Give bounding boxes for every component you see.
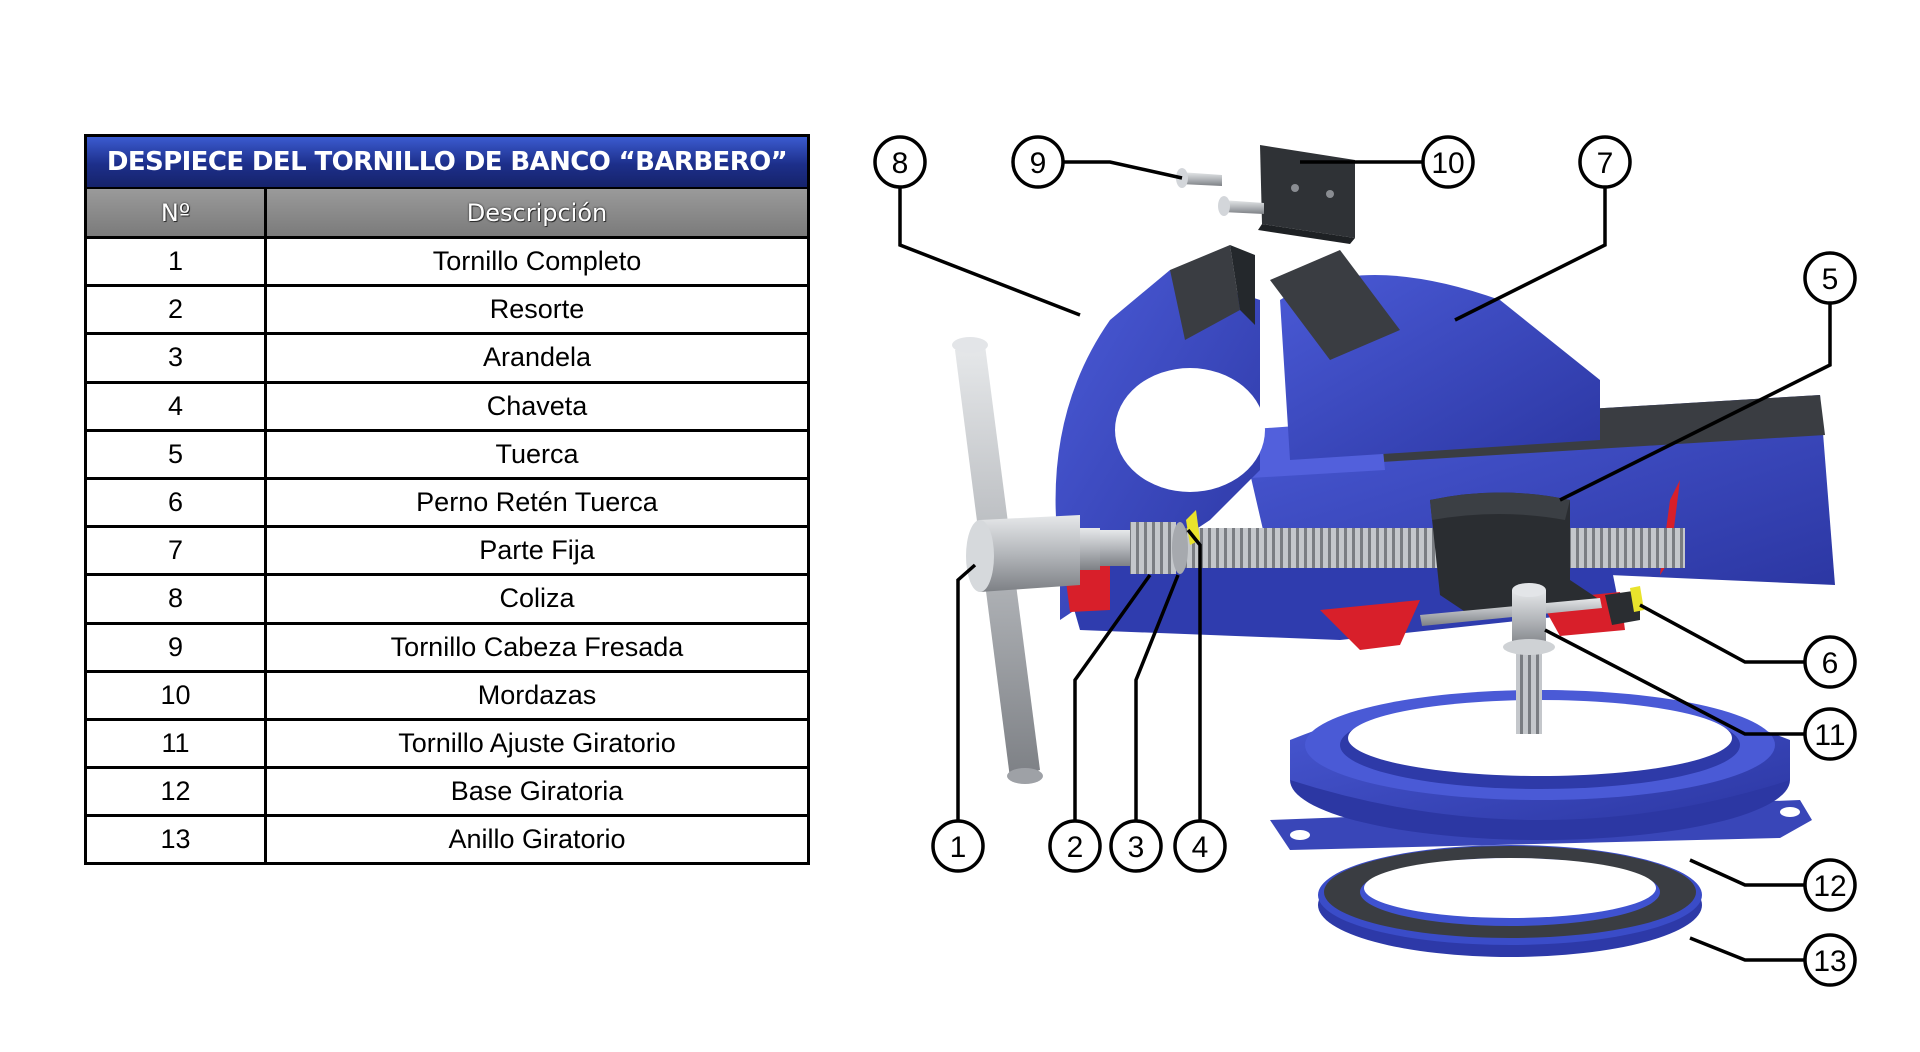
row-number: 1 — [87, 239, 267, 285]
callout-7: 7 — [1578, 135, 1632, 189]
callout-1: 1 — [931, 819, 985, 873]
parts-table: DESPIECE DEL TORNILLO DE BANCO “BARBERO”… — [84, 134, 810, 866]
nut-retaining-pin-part — [1605, 586, 1644, 625]
row-number: 7 — [87, 528, 267, 574]
table-row: 2 Resorte — [87, 287, 807, 336]
callout-10: 10 — [1421, 135, 1475, 189]
callout-9: 9 — [1011, 135, 1065, 189]
table-title: DESPIECE DEL TORNILLO DE BANCO “BARBERO” — [87, 137, 807, 189]
row-number: 11 — [87, 720, 267, 767]
row-description: Anillo Giratorio — [448, 824, 626, 855]
svg-text:8: 8 — [892, 147, 909, 180]
row-description: Tornillo Cabeza Fresada — [390, 631, 684, 662]
svg-text:7: 7 — [1597, 147, 1614, 180]
callout-12: 12 — [1803, 858, 1857, 912]
svg-text:9: 9 — [1030, 147, 1047, 180]
row-number: 13 — [87, 817, 267, 863]
table-row: 13 Anillo Giratorio — [87, 817, 807, 863]
row-number: 10 — [87, 672, 267, 718]
swivel-base-part — [1270, 690, 1812, 850]
row-number: 12 — [87, 769, 267, 815]
row-number: 2 — [87, 287, 267, 333]
row-number: 6 — [87, 479, 267, 526]
row-number: 9 — [87, 624, 267, 670]
table-row: 1 Tornillo Completo — [87, 239, 807, 288]
row-description: Mordazas — [477, 679, 597, 710]
row-number: 4 — [87, 383, 267, 429]
row-description: Tuerca — [495, 438, 579, 469]
row-description: Arandela — [482, 342, 592, 373]
table-row: 8 Coliza — [87, 576, 807, 625]
table-row: 10 Mordazas — [87, 672, 807, 721]
table-row: 4 Chaveta — [87, 383, 807, 432]
callout-3: 3 — [1109, 819, 1163, 873]
callout-11: 11 — [1803, 707, 1857, 761]
header-number: Nº — [87, 189, 267, 236]
table-row: 6 Perno Retén Tuerca — [87, 479, 807, 529]
row-description: Perno Retén Tuerca — [416, 487, 658, 518]
row-description: Resorte — [489, 294, 585, 325]
svg-text:10: 10 — [1431, 147, 1464, 180]
header-description: Descripción — [466, 198, 608, 227]
row-description: Chaveta — [486, 390, 588, 421]
table-row: 3 Arandela — [87, 335, 807, 384]
svg-text:5: 5 — [1822, 263, 1839, 296]
callout-4: 4 — [1173, 819, 1227, 873]
spring-part — [1130, 522, 1176, 574]
table-row: 5 Tuerca — [87, 431, 807, 480]
callout-2: 2 — [1048, 819, 1102, 873]
svg-text:13: 13 — [1813, 945, 1846, 978]
table-row: 11 Tornillo Ajuste Giratorio — [87, 720, 807, 770]
nut-part — [1430, 492, 1600, 615]
table-row: 7 Parte Fija — [87, 528, 807, 577]
row-number: 5 — [87, 431, 267, 477]
row-description: Tornillo Completo — [432, 246, 642, 277]
svg-text:11: 11 — [1814, 719, 1845, 752]
washer-part — [1172, 522, 1188, 574]
svg-text:12: 12 — [1813, 870, 1846, 903]
callout-5: 5 — [1803, 251, 1857, 305]
svg-text:4: 4 — [1192, 831, 1209, 864]
table-row: 9 Tornillo Cabeza Fresada — [87, 624, 807, 673]
svg-text:2: 2 — [1067, 831, 1084, 864]
countersunk-screws-part — [1176, 168, 1264, 216]
callout-8: 8 — [873, 135, 927, 189]
row-description: Tornillo Ajuste Giratorio — [398, 727, 676, 758]
row-description: Coliza — [499, 583, 575, 614]
jaw-plates-part — [1258, 145, 1355, 244]
row-number: 8 — [87, 576, 267, 622]
svg-text:3: 3 — [1128, 831, 1145, 864]
row-description: Base Giratoria — [450, 776, 624, 807]
cotter-pin-part — [1186, 510, 1200, 545]
row-number: 3 — [87, 335, 267, 381]
svg-text:6: 6 — [1822, 647, 1839, 680]
leader-lines — [898, 160, 1832, 962]
swivel-ring-part — [1318, 845, 1702, 957]
swivel-adjust-screw-part — [1420, 583, 1602, 734]
row-description: Parte Fija — [479, 535, 595, 566]
svg-text:1: 1 — [950, 831, 967, 864]
table-row: 12 Base Giratoria — [87, 769, 807, 818]
callout-13: 13 — [1803, 933, 1857, 987]
callout-6: 6 — [1803, 635, 1857, 689]
table-header: Nº Descripción — [87, 189, 807, 239]
